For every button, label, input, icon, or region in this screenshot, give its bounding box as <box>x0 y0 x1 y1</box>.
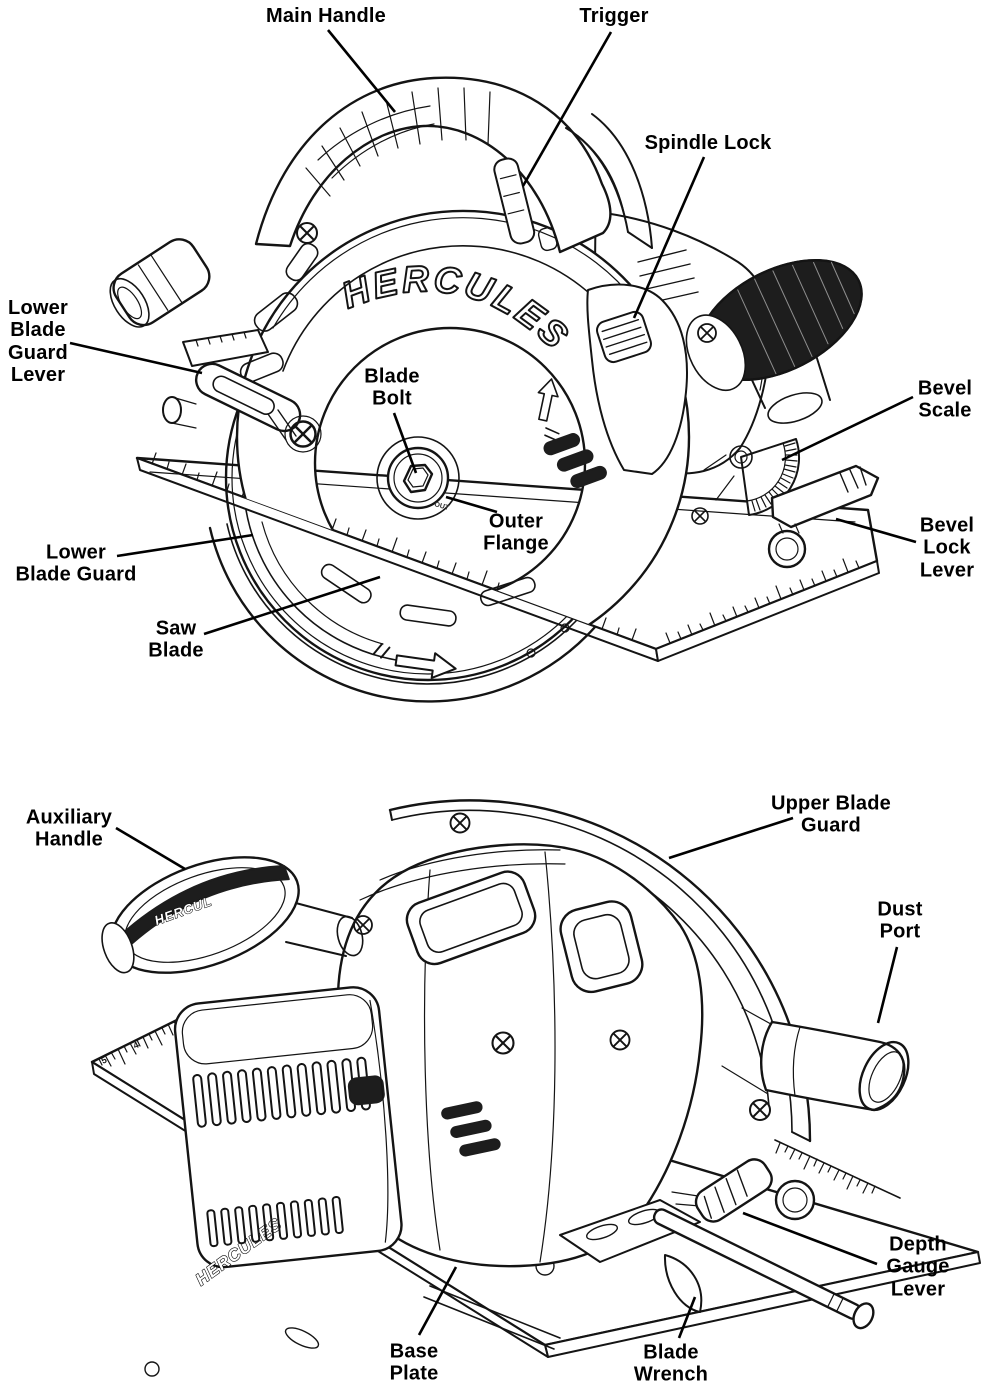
label-blade-bolt: Blade Bolt <box>364 365 420 410</box>
dust-port-part <box>760 1020 910 1112</box>
label-dust-port: Dust Port <box>877 898 923 943</box>
label-main-handle: Main Handle <box>266 4 386 27</box>
label-bevel-lock-lever: Bevel Lock Lever <box>919 514 975 582</box>
leader-bevel-scale <box>781 395 914 462</box>
leader-lower-blade-guard-lever <box>69 341 203 375</box>
label-outer-flange: Outer Flange <box>483 510 549 555</box>
label-lower-blade-guard: Lower Blade Guard <box>15 541 137 586</box>
leader-bevel-lock-lever <box>835 517 917 544</box>
label-saw-blade: Saw Blade <box>148 617 204 662</box>
leader-blade-wrench <box>677 1296 697 1339</box>
leader-blade-bolt <box>392 412 418 474</box>
bevel-lock-lever-part <box>770 464 880 529</box>
motor-housing-rear <box>336 843 704 1268</box>
label-base-plate: Base Plate <box>389 1340 439 1385</box>
label-trigger: Trigger <box>579 4 649 27</box>
top-view: OUT HERCULES <box>109 76 880 703</box>
leader-lower-blade-guard <box>116 533 254 558</box>
leader-saw-blade <box>203 575 381 636</box>
leader-spindle-lock <box>632 156 706 319</box>
blade-rotation-arrow <box>394 652 457 679</box>
label-upper-blade-guard: Upper Blade Guard <box>770 792 892 837</box>
battery-pack: HERCULES <box>173 986 403 1290</box>
depth-gauge-lever-part <box>671 1158 773 1223</box>
label-spindle-lock: Spindle Lock <box>644 131 772 154</box>
guard-arrow <box>537 378 559 422</box>
label-auxiliary-handle: Auxiliary Handle <box>25 806 113 851</box>
leader-main-handle <box>326 29 397 113</box>
leader-outer-flange <box>445 495 498 514</box>
auxiliary-handle-part: HERCUL <box>101 856 364 974</box>
ruler-number: 5 <box>99 1055 108 1066</box>
bottom-view: 3 4 5 <box>90 799 981 1377</box>
flange-marking: OUT <box>433 501 450 512</box>
label-depth-gauge-lever: Depth Gauge Lever <box>886 1233 950 1301</box>
auxiliary-handle-knob-front <box>685 258 863 424</box>
wrench-holder <box>663 1179 816 1313</box>
ruler-number: 4 <box>131 1040 140 1051</box>
gear-case <box>543 283 688 489</box>
leader-trigger <box>521 31 613 187</box>
leader-depth-gauge-lever <box>742 1211 878 1266</box>
label-lower-blade-guard-lever: Lower Blade Guard Lever <box>8 297 68 387</box>
leader-lines <box>69 29 917 1339</box>
leader-base-plate <box>417 1266 458 1336</box>
blade-wrench-part <box>652 1208 875 1330</box>
label-blade-wrench: Blade Wrench <box>633 1341 709 1386</box>
leader-dust-port <box>876 946 899 1024</box>
leader-upper-blade-guard <box>668 816 794 860</box>
lower-blade-guard-shell <box>208 509 597 703</box>
dust-port-front <box>109 238 211 328</box>
trigger-part <box>493 157 536 245</box>
leader-auxiliary-handle <box>115 826 186 871</box>
label-bevel-scale: Bevel Scale <box>917 377 973 422</box>
spindle-lock-button <box>596 310 652 364</box>
